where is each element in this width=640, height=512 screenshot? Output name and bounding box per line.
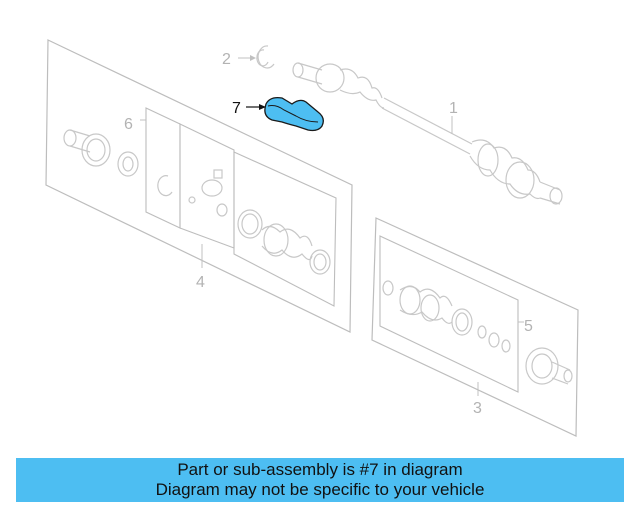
snap-ring-2	[256, 45, 275, 69]
info-banner: Part or sub-assembly is #7 in diagram Di…	[16, 458, 624, 502]
callout-7: 7	[232, 100, 241, 117]
snap-ring-left	[157, 175, 173, 197]
callout-3: 3	[473, 400, 482, 417]
panel-4	[45, 39, 353, 333]
inner-cv-joint-left	[63, 129, 139, 177]
banner-line-1: Part or sub-assembly is #7 in diagram	[177, 460, 463, 479]
callout-2: 2	[222, 51, 231, 68]
callout-2-arrow	[250, 55, 256, 61]
part-7-highlighted[interactable]	[264, 96, 324, 132]
banner-line-2: Diagram may not be specific to your vehi…	[155, 480, 485, 499]
callout-5: 5	[524, 318, 533, 335]
parts-diagram: 1 2 3 4 5 6 7	[45, 39, 579, 437]
panel-3	[371, 217, 579, 437]
callout-1: 1	[449, 100, 458, 117]
boot-kit-left	[237, 209, 331, 275]
callout-6: 6	[124, 116, 133, 133]
callout-4: 4	[196, 274, 205, 291]
outer-cv-joint-right	[525, 347, 573, 385]
callout-7-arrow	[259, 104, 266, 110]
axle-assembly	[292, 62, 563, 205]
boot-kit-right	[382, 280, 511, 353]
tripod-bearing	[188, 169, 228, 217]
part-7-edge	[267, 105, 319, 123]
